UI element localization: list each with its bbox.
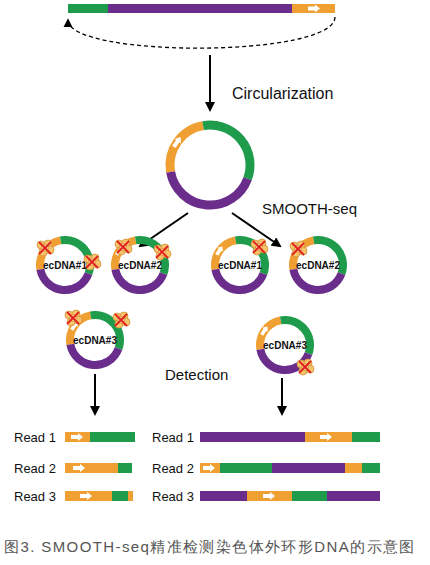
node-label: ecDNA#3: [263, 340, 307, 351]
direction-arrow: [203, 464, 215, 472]
direction-arrow: [292, 245, 303, 257]
direction-arrow: [308, 5, 320, 13]
read-label: Read 1: [152, 431, 194, 444]
purple-segment: [200, 491, 247, 501]
purple-segment: [108, 4, 292, 13]
node-label: ecDNA#2: [296, 260, 340, 271]
ecdna-circle: ecDNA#1: [211, 236, 269, 294]
orange-segment: [128, 491, 133, 501]
node-label: ecDNA#2: [118, 260, 162, 271]
node-label: ecDNA#1: [218, 260, 262, 271]
node-label: ecDNA#1: [43, 260, 87, 271]
orange-segment: [65, 463, 118, 473]
purple-segment: [256, 349, 312, 374]
green-segment: [118, 463, 132, 473]
direction-arrow: [39, 245, 50, 257]
direction-arrow: [263, 492, 275, 500]
purple-segment: [289, 269, 345, 294]
ecdna-circle: ecDNA#3: [66, 311, 124, 369]
purple-segment: [36, 269, 92, 294]
step-label: SMOOTH-seq: [262, 201, 357, 216]
purple-segment: [211, 269, 267, 294]
ecdna-circle: ecDNA#1: [36, 236, 94, 294]
purple-segment: [272, 463, 345, 473]
ecdna-circle: ecDNA#3: [256, 316, 314, 374]
node-label: ecDNA#3: [73, 335, 117, 346]
direction-arrow: [71, 433, 83, 441]
orange-segment: [170, 126, 203, 172]
direction-arrow: [80, 492, 92, 500]
short-reads: [65, 432, 135, 501]
direction-arrow: [114, 245, 125, 257]
purple-segment: [200, 432, 305, 442]
direction-arrow: [69, 320, 80, 332]
green-segment: [292, 491, 327, 501]
ecdna-circle: ecDNA#2: [289, 236, 347, 294]
purple-segment: [327, 491, 380, 501]
green-segment: [68, 4, 108, 13]
direction-arrow: [320, 433, 332, 441]
read-label: Read 2: [152, 462, 194, 475]
flow-arrow: [209, 55, 211, 110]
direction-arrow: [259, 325, 270, 337]
green-segment: [90, 432, 135, 442]
long-reads: [200, 432, 380, 501]
purple-segment: [171, 172, 248, 205]
flow-arrow: [94, 374, 96, 414]
orange-segment: [247, 491, 292, 501]
linear-dna: [68, 4, 335, 13]
purple-segment: [111, 269, 167, 294]
orange-segment: [200, 463, 220, 473]
read-label: Read 3: [14, 490, 56, 503]
circular-dna: [170, 125, 250, 205]
ecdna-circle: ecDNA#2: [111, 236, 169, 294]
direction-arrow: [73, 464, 85, 472]
step-label: Circularization: [232, 86, 333, 102]
purple-segment: [66, 344, 122, 369]
orange-segment: [65, 432, 90, 442]
direction-arrow: [170, 135, 183, 149]
green-segment: [203, 125, 250, 179]
flow-arrow: [281, 378, 283, 414]
orange-segment: [292, 4, 335, 13]
green-segment: [352, 432, 380, 442]
orange-segment: [65, 491, 112, 501]
orange-segment: [345, 463, 362, 473]
green-segment: [112, 491, 128, 501]
read-label: Read 1: [14, 431, 56, 444]
read-label: Read 3: [152, 490, 194, 503]
green-segment: [362, 463, 380, 473]
direction-arrow: [214, 245, 225, 257]
circularization-arc: [68, 17, 335, 48]
orange-segment: [305, 432, 352, 442]
figure-caption: 图3. SMOOTH-seq精准检测染色体外环形DNA的示意图: [4, 538, 416, 557]
step-label: Detection: [165, 367, 228, 382]
green-segment: [220, 463, 272, 473]
read-label: Read 2: [14, 462, 56, 475]
